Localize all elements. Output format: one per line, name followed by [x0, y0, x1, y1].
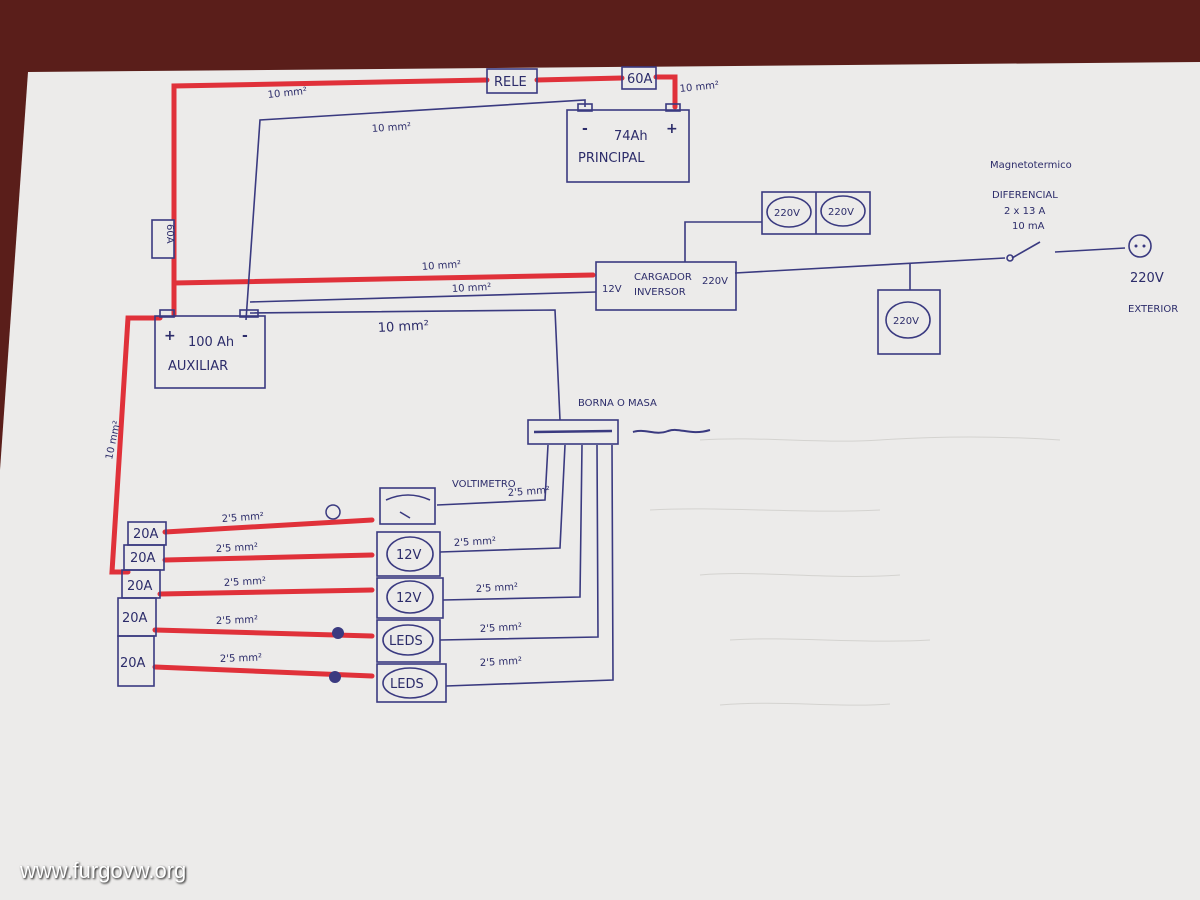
charger-line2: INVERSOR [634, 287, 686, 298]
wire-label-red-top: 10 mm² [267, 86, 307, 101]
fuse-aux-label: 60A [164, 224, 175, 244]
wire-label-main-pos: 10 mm² [679, 80, 719, 95]
wire-label-branch-4: 2'5 mm² [216, 615, 259, 627]
red-wire-relay-fuse [534, 75, 625, 83]
wire-label-branch-5: 2'5 mm² [220, 653, 263, 665]
relay: RELE [486, 68, 538, 94]
wire-label-branch-1: 2'5 mm² [221, 511, 264, 525]
red-wire-charger-pos [171, 272, 596, 286]
ground-bar-label: BORNA O MASA [578, 398, 657, 409]
battery-main-capacity: 74Ah [614, 129, 648, 144]
red-wire-fuse-battery [653, 74, 678, 110]
fuse-4-label: 20A [122, 611, 148, 626]
blue-wire-charger-neg [249, 291, 597, 303]
blue-wire-breaker [1011, 241, 1126, 259]
blue-wire-out-4 [445, 444, 614, 687]
sockets-top: 220V 220V [761, 191, 871, 235]
fuse-main: 60A [621, 66, 657, 90]
wire-label-charger-neg: 10 mm² [452, 282, 492, 295]
wire-label-out-1: 2'5 mm² [454, 536, 497, 549]
voltmeter-label: VOLTIMETRO [452, 479, 516, 490]
output-2-label: 12V [396, 591, 422, 606]
breaker-line1: Magnetotermico [990, 160, 1072, 171]
wire-label-branch-2: 2'5 mm² [216, 542, 259, 555]
blue-wire-voltmeter [436, 444, 549, 506]
battery-aux-neg: - [242, 328, 248, 344]
breaker: Magnetotermico DIFERENCIAL 2 x 13 A 10 m… [990, 160, 1072, 262]
battery-main-pos: + [666, 121, 678, 137]
fuse-2-label: 20A [130, 551, 156, 566]
wire-label-out-3: 2'5 mm² [480, 622, 523, 635]
switch-markers [325, 504, 344, 683]
battery-main: - 74Ah + PRINCIPAL [566, 103, 690, 183]
fuse-main-label: 60A [627, 72, 653, 87]
red-branch-1 [162, 517, 375, 535]
battery-aux: + 100 Ah - AUXILIAR [154, 309, 266, 389]
watermark: www.furgovw.org [20, 858, 187, 883]
wire-label-main-neg: 10 mm² [371, 121, 411, 135]
output-3-label: LEDS [389, 634, 423, 649]
red-branch-2 [162, 552, 375, 563]
battery-aux-name: AUXILIAR [168, 359, 228, 374]
breaker-line3: 2 x 13 A [1004, 206, 1046, 217]
charger-inverter: 12V CARGADOR INVERSOR 220V [595, 261, 737, 311]
blue-wire-out-3 [439, 444, 599, 641]
blue-wire-220-line [734, 257, 1006, 274]
fuse-5-label: 20A [120, 656, 146, 671]
blue-wire-out-1 [439, 444, 566, 553]
breaker-line4: 10 mA [1012, 221, 1045, 232]
voltmeter: VOLTIMETRO [379, 479, 516, 525]
output-1-label: 12V [396, 548, 422, 563]
battery-main-name: PRINCIPAL [578, 151, 645, 166]
blue-wire-to-sockets-top [684, 221, 762, 262]
socket-top-2-label: 220V [828, 207, 854, 218]
red-branch-3 [157, 587, 375, 597]
fuse-1-label: 20A [133, 527, 159, 542]
exterior-voltage: 220V [1130, 271, 1164, 286]
socket-right: 220V [877, 289, 941, 355]
wire-label-out-4: 2'5 mm² [480, 656, 523, 669]
outputs: 12V 12V LEDS LEDS [376, 531, 447, 703]
paper-bleedthrough-text [649, 436, 1061, 706]
fuse-3-label: 20A [127, 579, 153, 594]
charger-input: 12V [602, 284, 622, 295]
blue-wire-out-2 [442, 444, 583, 601]
battery-main-neg: - [582, 121, 588, 137]
fuse-block: 20A 20A 20A 20A 20A [117, 521, 167, 687]
exterior-label: EXTERIOR [1128, 304, 1178, 315]
socket-top-1-label: 220V [774, 208, 800, 219]
exterior-inlet: 220V EXTERIOR [1128, 234, 1178, 315]
wire-label-branch-3: 2'5 mm² [224, 576, 267, 589]
fuse-aux: 60A [151, 219, 175, 259]
breaker-line2: DIFERENCIAL [992, 190, 1058, 201]
red-wire-aux-to-fuses [109, 315, 163, 575]
paper-sheet [0, 62, 1200, 900]
wire-label-charger-pos: 10 mm² [421, 259, 461, 273]
charger-output: 220V [702, 276, 728, 287]
battery-aux-pos: + [164, 328, 176, 344]
battery-aux-capacity: 100 Ah [188, 335, 234, 350]
output-4-label: LEDS [390, 677, 424, 692]
wire-label-out-2: 2'5 mm² [476, 582, 519, 595]
wire-label-aux-ground: 10 mm² [377, 318, 429, 336]
ground-bar: BORNA O MASA [527, 398, 711, 445]
relay-label: RELE [494, 75, 527, 90]
blue-wire-aux-ground [249, 309, 561, 421]
charger-line1: CARGADOR [634, 272, 692, 283]
socket-right-label: 220V [893, 316, 919, 327]
wire-label-volt-ground: 2'5 mm² [507, 485, 550, 499]
